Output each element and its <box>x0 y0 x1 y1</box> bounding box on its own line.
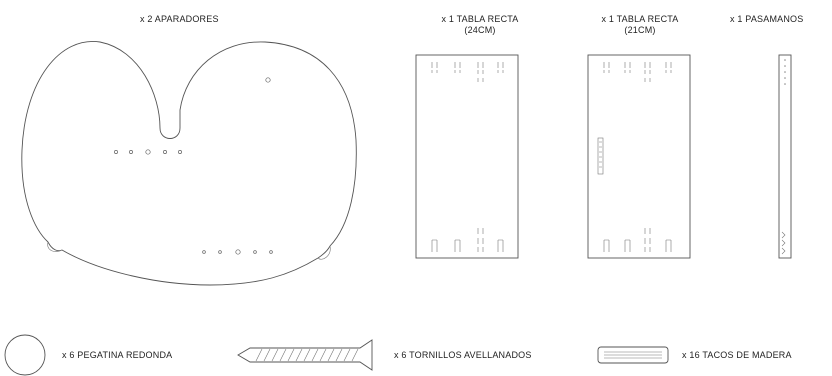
pasamanos-label: x 1 PASAMANOS <box>730 14 804 24</box>
tabla-21-top-holes <box>603 62 672 82</box>
pegatina-shape <box>4 334 46 376</box>
tabla-24-size: (24CM) <box>464 25 496 35</box>
tabla-24-qty: x 1 TABLA RECTA <box>441 14 519 24</box>
tabla-24-shape <box>415 54 519 259</box>
tabla-24-bottom-holes <box>431 228 504 252</box>
aparador-shape <box>21 41 357 286</box>
aparador-middle-holes <box>114 149 182 155</box>
tabla-21-size: (21CM) <box>624 25 656 35</box>
aparador-bottom-holes <box>202 249 273 255</box>
taco-shape <box>597 346 669 364</box>
pasamanos-top-holes <box>784 59 786 85</box>
aparador-top-hole <box>265 77 271 83</box>
pasamanos-shape <box>778 54 792 259</box>
tabla-24-label: x 1 TABLA RECTA (24CM) <box>420 14 540 36</box>
tabla-21-bottom-holes <box>603 228 672 252</box>
aparadores-label: x 2 APARADORES <box>140 14 219 24</box>
tornillo-shape <box>237 339 373 371</box>
tabla-21-engraving <box>597 137 604 175</box>
tabla-21-shape <box>587 54 691 259</box>
pegatina-label: x 6 PEGATINA REDONDA <box>62 350 173 360</box>
pasamanos-bottom-marks <box>781 231 786 255</box>
tabla-21-label: x 1 TABLA RECTA (21CM) <box>580 14 700 36</box>
tabla-21-qty: x 1 TABLA RECTA <box>601 14 679 24</box>
tacos-label: x 16 TACOS DE MADERA <box>682 350 792 360</box>
tornillos-label: x 6 TORNILLOS AVELLANADOS <box>394 350 532 360</box>
tabla-24-top-holes <box>431 62 504 82</box>
